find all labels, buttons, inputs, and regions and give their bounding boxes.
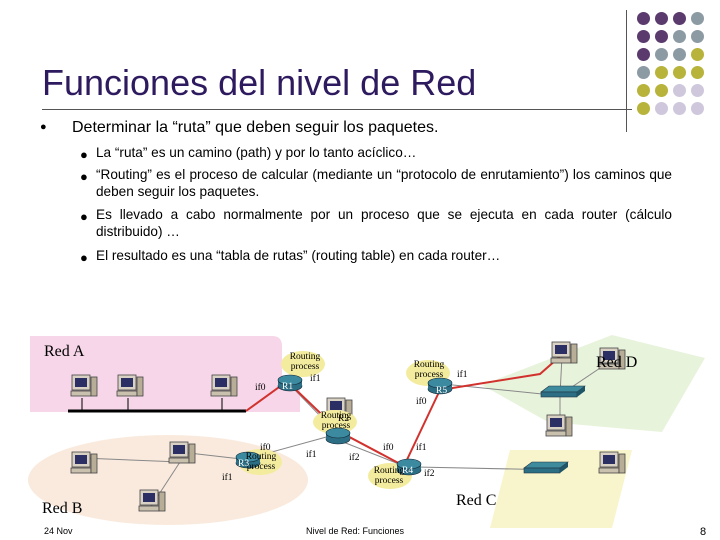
interface-label: if2 [349, 453, 360, 463]
interface-label: if0 [255, 383, 266, 393]
interface-label: if2 [424, 469, 435, 479]
sub-bullet-icon: ● [80, 209, 88, 224]
sub-bullet-icon: ● [80, 147, 88, 162]
interface-label: if1 [457, 370, 468, 380]
routing-process-label: Routing process [413, 360, 445, 380]
red-d-region [482, 335, 705, 432]
red-a-label: Red A [44, 343, 85, 360]
router-r1-label: R1 [282, 382, 294, 392]
router-r5-label: R5 [436, 386, 448, 396]
bullet-icon: ● [40, 121, 47, 133]
routing-process-label: Routing process [373, 466, 405, 486]
page-number: 8 [700, 526, 707, 538]
interface-label: if0 [383, 443, 394, 453]
sub-bullet-icon: ● [80, 250, 88, 265]
interface-label: if1 [222, 473, 233, 483]
interface-label: if0 [416, 397, 427, 407]
interface-label: if1 [306, 450, 317, 460]
red-d-label: Red D [596, 354, 638, 371]
main-bullet-text: Determinar la “ruta” que deben seguir lo… [72, 119, 439, 136]
routing-process-label: Routing process [320, 411, 352, 431]
footer-date: 24 Nov [44, 526, 73, 536]
red-b-label: Red B [42, 500, 83, 517]
routing-process-label: Routing process [289, 352, 321, 372]
router-r3-label: R3 [238, 459, 250, 469]
sub-bullet-3: Es llevado a cabo normalmente por un pro… [96, 207, 672, 239]
slide-title: Funciones del nivel de Red [42, 62, 477, 103]
interface-label: if1 [416, 443, 427, 453]
interface-label: if1 [310, 374, 321, 384]
footer-title: Nivel de Red: Funciones [306, 526, 405, 536]
routing-process-label: Routing process [245, 452, 277, 472]
title-horizontal-rule [42, 109, 632, 110]
title-vertical-rule [626, 10, 627, 132]
sub-bullet-1: La “ruta” es un camino (path) y por lo t… [96, 145, 417, 160]
sub-bullet-4: El resultado es una “tabla de rutas” (ro… [96, 248, 501, 263]
router-r2-label: R2 [338, 414, 350, 424]
router-r4-label: R4 [402, 466, 414, 476]
interface-label: if0 [260, 443, 271, 453]
sub-bullet-2: “Routing” es el proceso de calcular (med… [96, 167, 672, 199]
sub-bullet-icon: ● [80, 169, 88, 184]
red-c-label: Red C [456, 492, 497, 509]
